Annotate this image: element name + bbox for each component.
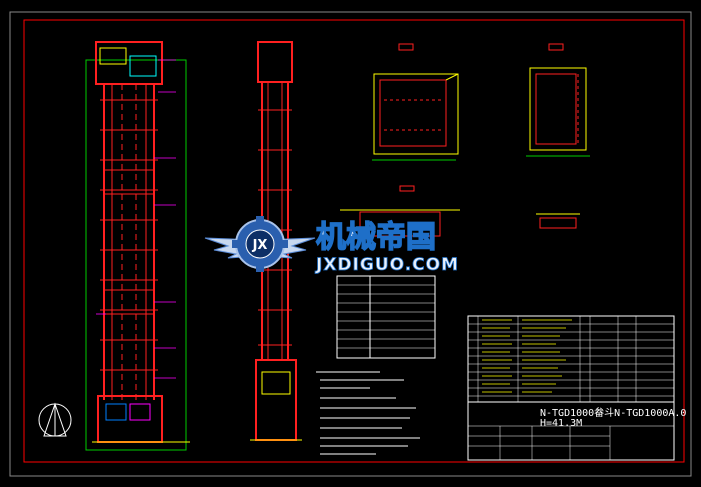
watermark-brand-en: JXDIGUO.COM [315,255,459,275]
title-block: N-TGD1000畚斗N-TGD1000A.0 H=41.3M [467,401,686,461]
title-block-drawing-number: N-TGD1000畚斗N-TGD1000A.0 [540,406,686,419]
drawing-frame [23,19,685,463]
section-view-b [526,43,590,157]
specification-table [336,275,436,359]
outer-border [9,11,692,477]
title-block-height: H=41.3M [540,418,582,429]
detail-view [340,185,580,237]
parts-list-table [467,315,675,403]
technical-notes [316,371,420,455]
logo-letters: JX [252,238,268,253]
main-elevation-view [38,41,190,451]
triangle-compass-icon [38,402,72,437]
watermark-brand-cn: 机械帝国 [316,220,436,255]
gear-wing-logo-icon: JX [204,216,316,272]
section-view-a [372,43,459,161]
